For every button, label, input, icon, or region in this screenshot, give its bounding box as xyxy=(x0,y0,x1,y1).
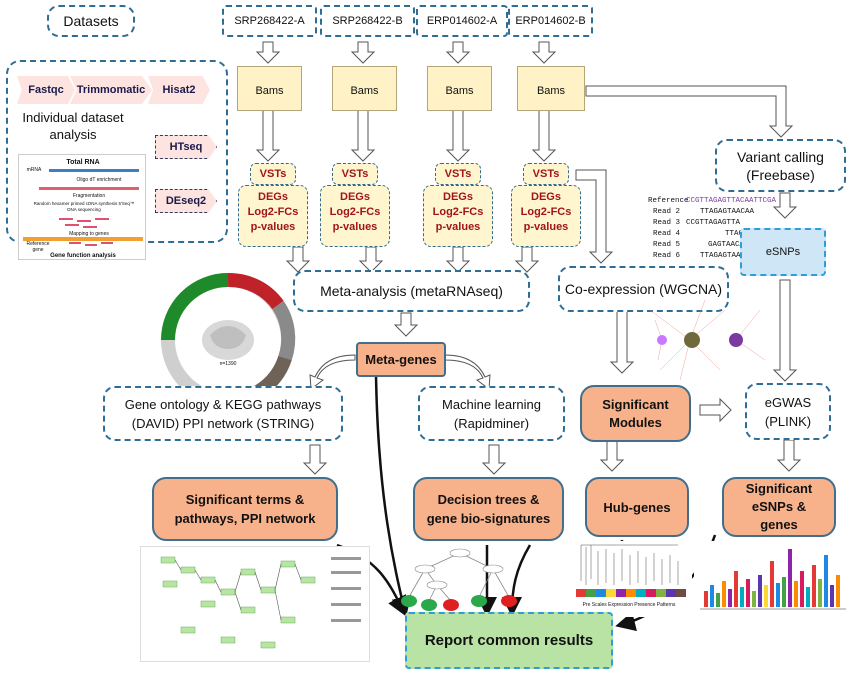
stack-degs: DEGs xyxy=(340,191,370,203)
stack-vsts: VSTs xyxy=(332,163,378,185)
dataset-box-2: SRP268422-B xyxy=(320,5,415,37)
stack-vsts: VSTs xyxy=(435,163,481,185)
fragments-graphic xyxy=(23,218,143,246)
stack-pval: p-values xyxy=(523,221,569,233)
hub-genes-box: Hub-genes xyxy=(585,477,689,537)
dendrogram-thumbnail: Pre Scales Expression Presence Patterns xyxy=(566,541,692,617)
bams-label: Bams xyxy=(536,85,566,97)
coexpression-box: Co-expression (WGCNA) xyxy=(558,266,729,312)
meta-analysis-box: Meta-analysis (metaRNAseq) xyxy=(293,270,530,312)
thumb-ref: Reference gene xyxy=(26,240,50,253)
thumb-title: Total RNA xyxy=(66,158,100,166)
thumb-footer: Gene function analysis xyxy=(50,252,116,259)
dataset-box-3: ERP014602-A xyxy=(416,5,508,37)
bams-label: Bams xyxy=(445,85,474,97)
stack-degs: DEGs xyxy=(258,191,288,203)
read-seq: GAGTAACAA xyxy=(708,241,749,249)
datasets-title: Datasets xyxy=(47,5,135,37)
significant-modules-box: Significant Modules xyxy=(580,385,691,442)
rnaseq-thumbnail: Total RNA mRNA Oligo dT enrichment Fragm… xyxy=(18,154,146,260)
dataset-box-1: SRP268422-A xyxy=(222,5,317,37)
manhattan-thumbnail xyxy=(694,541,852,621)
read-seq: CCGTTAGAGTTA xyxy=(686,219,741,227)
thumb-oligo: Oligo dT enrichment xyxy=(76,176,122,183)
read-label: Read 6 xyxy=(653,252,681,260)
step-htseq: HTseq xyxy=(155,135,217,159)
result-stack-3: VSTs DEGs Log2-FCs p-values xyxy=(423,163,493,248)
stack-card xyxy=(238,185,308,247)
step-hisat2: Hisat2 xyxy=(148,76,210,104)
decision-tree-graphic xyxy=(401,548,517,611)
bams-label: Bams xyxy=(350,85,379,97)
frag-strand xyxy=(39,187,139,190)
dataset-box-4: ERP014602-B xyxy=(508,5,593,37)
result-stack-2: VSTs DEGs Log2-FCs p-values xyxy=(320,163,390,248)
go-kegg-box: Gene ontology & KEGG pathways (DAVID) PP… xyxy=(103,386,343,441)
egwas-box: eGWAS (PLINK) xyxy=(745,383,831,440)
thumb-mrna: mRNA xyxy=(26,167,42,173)
step-deseq2: DEseq2 xyxy=(155,189,217,213)
esnps-box: eSNPs xyxy=(740,228,826,276)
thumb-frag: Fragmentation xyxy=(72,192,106,199)
stack-degs: DEGs xyxy=(443,191,473,203)
individual-label: Individual dataset analysis xyxy=(22,110,124,142)
stack-lfc: Log2-FCs xyxy=(329,206,381,218)
read-label: Reference xyxy=(648,197,689,205)
read-seq: CCGTTAGAGTTACAATTCGA xyxy=(686,197,777,205)
pathway-graphic xyxy=(160,556,361,649)
stack-pval: p-values xyxy=(250,221,296,233)
decision-tree-thumbnail xyxy=(395,545,525,615)
pathway-thumbnail xyxy=(140,546,370,662)
bams-scroll-1: Bams xyxy=(237,66,302,111)
read-label: Read 3 xyxy=(653,219,681,227)
result-stack-4: VSTs DEGs Log2-FCs p-values xyxy=(511,163,581,248)
significant-esnps-box: Significant eSNPs & genes xyxy=(722,477,836,537)
bams-scroll-3: Bams xyxy=(427,66,492,111)
read-label: Read 2 xyxy=(653,208,681,216)
meta-genes-box: Meta-genes xyxy=(356,342,446,377)
stack-vsts: VSTs xyxy=(523,163,569,185)
circle-center-label: n=1390 xyxy=(219,361,237,367)
thumb-synth: Random hexamer primed cDNA synthesis 5'S… xyxy=(33,201,135,212)
stack-pval: p-values xyxy=(332,221,378,233)
stack-lfc: Log2-FCs xyxy=(247,206,299,218)
stack-lfc: Log2-FCs xyxy=(520,206,572,218)
stack-card xyxy=(511,185,581,247)
read-seq: TTAGAGTAACAA xyxy=(700,208,755,216)
stack-vsts: VSTs xyxy=(250,163,296,185)
dendrogram-graphic xyxy=(576,544,686,597)
stack-degs: DEGs xyxy=(531,191,561,203)
bams-scroll-2: Bams xyxy=(332,66,397,111)
decision-trees-box: Decision trees & gene bio-signatures xyxy=(413,477,564,541)
report-results-box: Report common results xyxy=(405,612,613,669)
result-stack-1: VSTs DEGs Log2-FCs p-values xyxy=(238,163,308,248)
read-label: Read 4 xyxy=(653,230,681,238)
stack-pval: p-values xyxy=(435,221,481,233)
dendrogram-caption: Pre Scales Expression Presence Patterns xyxy=(582,602,676,608)
variant-calling-box: Variant calling (Freebase) xyxy=(715,139,846,192)
rna-strand xyxy=(49,169,139,172)
step-trimmomatic: Trimmomatic xyxy=(70,76,152,104)
stack-lfc: Log2-FCs xyxy=(432,206,484,218)
significant-terms-box: Significant terms & pathways, PPI networ… xyxy=(152,477,338,541)
step-fastqc: Fastqc xyxy=(17,76,75,104)
manhattan-graphic xyxy=(700,549,846,610)
machine-learning-box: Machine learning (Rapidminer) xyxy=(418,386,565,441)
read-label: Read 5 xyxy=(653,241,681,249)
bams-scroll-4: Bams xyxy=(517,66,585,111)
bams-label: Bams xyxy=(255,85,284,97)
stack-card xyxy=(320,185,390,247)
thumb-mapping: Mapping to genes xyxy=(69,230,109,237)
stack-card xyxy=(423,185,493,247)
read-seq: TTAGAGTAACAAT xyxy=(700,252,759,260)
